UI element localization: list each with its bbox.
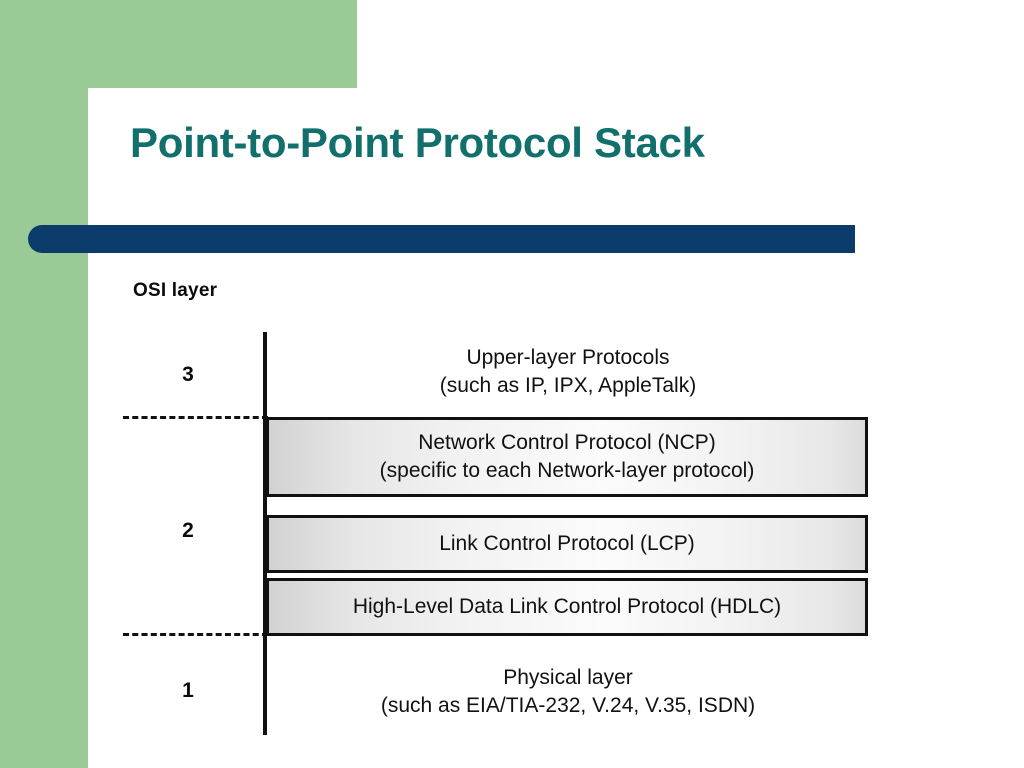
physical-layer-text: Physical layer (such as EIA/TIA-232, V.2… (268, 664, 868, 720)
physical-line-1: Physical layer (503, 666, 633, 689)
ncp-box-text: Network Control Protocol (NCP) (specific… (380, 429, 755, 485)
physical-line-2: (such as EIA/TIA-232, V.24, V.35, ISDN) (380, 694, 756, 717)
layer-number-1: 1 (182, 679, 194, 702)
layer-divider-3-2 (123, 416, 268, 419)
hdlc-line-1: High-Level Data Link Control Protocol (H… (352, 595, 782, 618)
vertical-axis-line (263, 332, 267, 735)
green-header-block (0, 0, 357, 88)
hdlc-box[interactable]: High-Level Data Link Control Protocol (H… (266, 578, 868, 636)
ncp-box[interactable]: Network Control Protocol (NCP) (specific… (266, 417, 868, 497)
ncp-line-2: (specific to each Network-layer protocol… (379, 459, 755, 482)
hdlc-box-text: High-Level Data Link Control Protocol (H… (353, 593, 781, 621)
lcp-line-1: Link Control Protocol (LCP) (439, 532, 695, 555)
ncp-line-1: Network Control Protocol (NCP) (418, 431, 716, 454)
osi-layer-axis-label: OSI layer (133, 280, 218, 301)
layer-divider-2-1 (123, 633, 268, 636)
green-side-strip (0, 88, 88, 768)
lcp-box-text: Link Control Protocol (LCP) (439, 530, 695, 558)
lcp-box[interactable]: Link Control Protocol (LCP) (266, 515, 868, 573)
layer-number-3: 3 (182, 363, 194, 386)
upper-layer-protocols-text: Upper-layer Protocols (such as IP, IPX, … (268, 344, 868, 400)
upper-layer-line-1: Upper-layer Protocols (466, 346, 670, 369)
layer-number-2: 2 (182, 519, 194, 542)
page-title: Point-to-Point Protocol Stack (130, 119, 705, 166)
upper-layer-line-2: (such as IP, IPX, AppleTalk) (439, 374, 697, 397)
title-accent-bar (28, 225, 855, 253)
